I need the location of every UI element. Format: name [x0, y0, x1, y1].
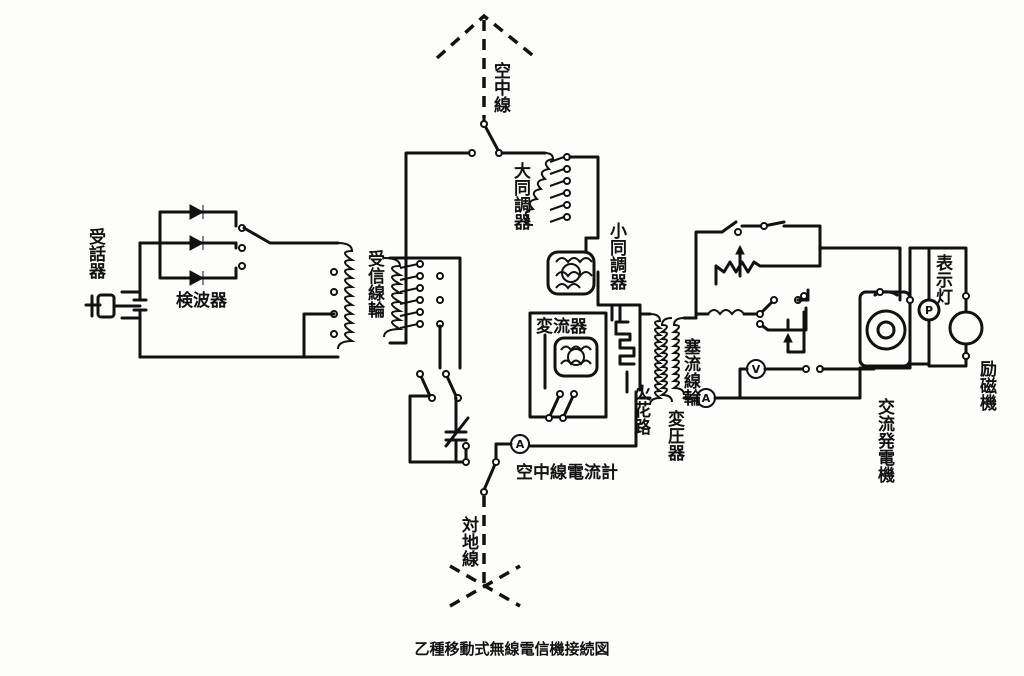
svg-text:A: A [516, 438, 525, 451]
label-exciter: 励磁機 [976, 360, 997, 412]
label-aerial-ammeter: 空中線電流計 [516, 462, 618, 483]
receiving-coil [138, 241, 462, 370]
alternator [858, 246, 914, 370]
label-indicator-lamp: 表示灯 [932, 253, 953, 306]
svg-text:V: V [752, 363, 761, 376]
label-spark-gap: 火花路 [630, 384, 651, 436]
rectifier-box [528, 311, 608, 422]
label-large-tuner: 大同調器 [510, 161, 532, 231]
label-choke-coil: 塞流線輪 [680, 337, 701, 407]
label-small-tuner: 小同調器 [606, 222, 628, 291]
label-receiving-coil: 受信線輪 [364, 249, 385, 319]
field-rheostat [694, 220, 902, 320]
transformer [638, 312, 673, 406]
label-rectifier: 変流器 [536, 316, 588, 337]
telephone-receiver [84, 241, 148, 359]
aerial-switch [404, 116, 547, 258]
choke-coil-circuit [670, 288, 810, 396]
voltmeter-ammeter: A V [682, 359, 876, 408]
label-transformer: 変圧器 [664, 409, 686, 462]
detector [138, 204, 332, 286]
receiving-switch-tuning [408, 370, 470, 466]
label-ground-wire: 対地線 [458, 515, 480, 568]
ground-symbol [449, 496, 521, 608]
spark-gap [514, 303, 642, 448]
label-telephone-receiver: 受話器 [85, 227, 107, 280]
aerial-symbol [435, 13, 538, 118]
large-tuner [524, 152, 600, 240]
small-tuner [546, 236, 614, 307]
diagram-caption: 乙種移動式無線電信機接続図 [414, 640, 609, 658]
svg-text:P: P [925, 304, 933, 317]
aerial-ammeter: A [480, 434, 530, 496]
exciter [908, 246, 984, 368]
label-detector: 検波器 [176, 290, 228, 311]
label-alternator: 交流発電機 [874, 397, 896, 484]
svg-text:A: A [702, 392, 711, 405]
indicator-lamp: P [908, 246, 941, 366]
label-aerial: 空中線 [490, 61, 511, 114]
